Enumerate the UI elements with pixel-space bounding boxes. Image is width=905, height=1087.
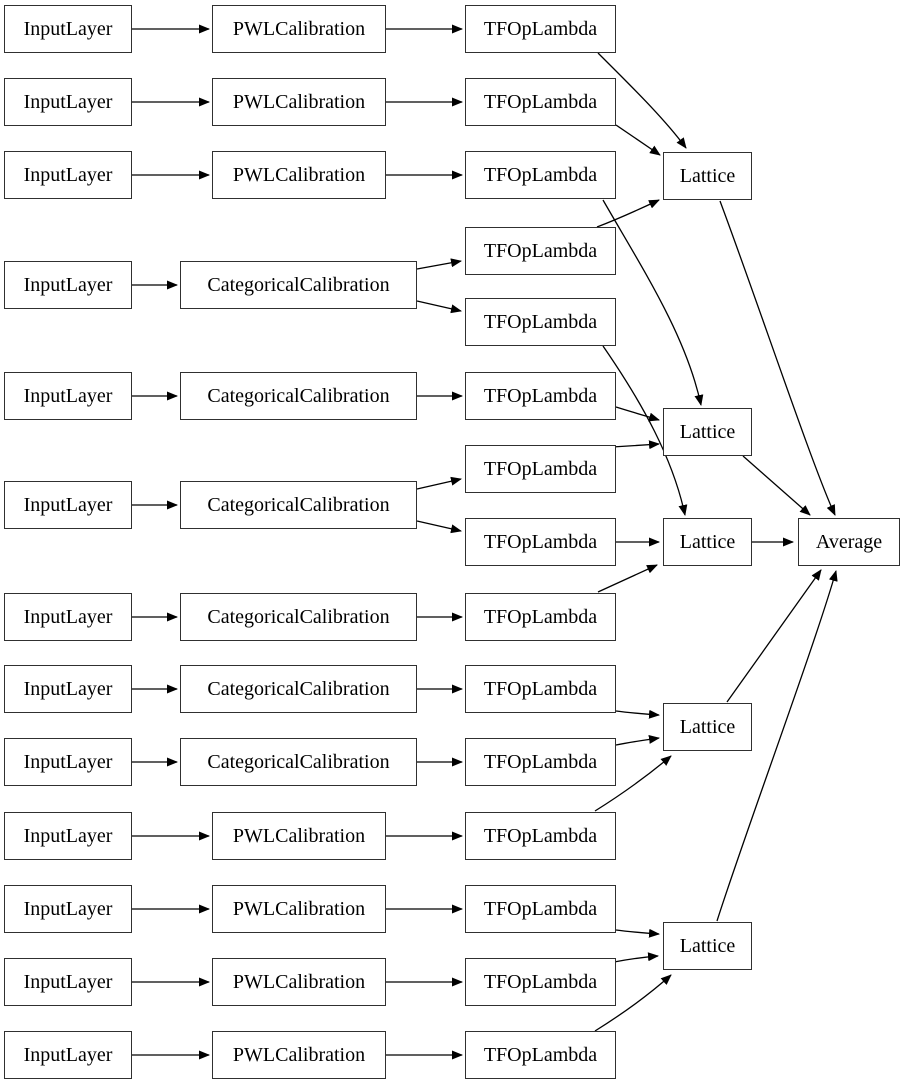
node-input-layer-10: InputLayer <box>4 812 132 860</box>
edge-lam2-lat1 <box>615 124 661 156</box>
node-tfop-lambda-2: TFOpLambda <box>465 78 616 126</box>
node-tfop-lambda-7: TFOpLambda <box>465 445 616 493</box>
node-tfop-lambda-9: TFOpLambda <box>465 593 616 641</box>
node-categorical-calibration-1: CategoricalCalibration <box>180 261 417 309</box>
edge-lam4-lat1 <box>596 199 660 228</box>
node-lattice-1: Lattice <box>663 152 752 200</box>
node-tfop-lambda-1: TFOpLambda <box>465 5 616 53</box>
node-input-layer-12: InputLayer <box>4 958 132 1006</box>
node-lattice-3: Lattice <box>663 518 752 566</box>
edge-lam9-lat3 <box>597 564 658 593</box>
node-input-layer-5: InputLayer <box>4 372 132 420</box>
node-tfop-lambda-15: TFOpLambda <box>465 1031 616 1079</box>
node-categorical-calibration-6: CategoricalCalibration <box>180 738 417 786</box>
node-categorical-calibration-5: CategoricalCalibration <box>180 665 417 713</box>
edge-lam15-lat5 <box>594 974 672 1032</box>
edge-lat2-avg <box>742 455 811 516</box>
node-input-layer-8: InputLayer <box>4 665 132 713</box>
node-lattice-5: Lattice <box>663 922 752 970</box>
edge-cal4-lam5 <box>416 300 462 314</box>
node-pwl-calibration-6: PWLCalibration <box>212 958 386 1006</box>
node-input-layer-13: InputLayer <box>4 1031 132 1079</box>
edge-lam10-lat4 <box>615 709 660 719</box>
node-tfop-lambda-10: TFOpLambda <box>465 665 616 713</box>
node-pwl-calibration-2: PWLCalibration <box>212 78 386 126</box>
edge-lam6-lat2 <box>615 406 660 422</box>
node-average: Average <box>798 518 900 566</box>
node-input-layer-3: InputLayer <box>4 151 132 199</box>
node-input-layer-4: InputLayer <box>4 261 132 309</box>
edge-lam12-lat4 <box>594 755 672 812</box>
edge-cal6-lam8 <box>416 520 462 534</box>
node-pwl-calibration-7: PWLCalibration <box>212 1031 386 1079</box>
node-input-layer-2: InputLayer <box>4 78 132 126</box>
node-tfop-lambda-13: TFOpLambda <box>465 885 616 933</box>
edge-lat1-avg <box>719 200 836 516</box>
edge-lam11-lat4 <box>615 734 660 746</box>
node-input-layer-9: InputLayer <box>4 738 132 786</box>
node-pwl-calibration-4: PWLCalibration <box>212 812 386 860</box>
node-pwl-calibration-3: PWLCalibration <box>212 151 386 199</box>
edge-lat4-avg <box>726 569 822 703</box>
node-tfop-lambda-6: TFOpLambda <box>465 372 616 420</box>
edge-lam14-lat5 <box>613 952 659 963</box>
edge-lam13-lat5 <box>615 928 660 938</box>
node-lattice-4: Lattice <box>663 703 752 751</box>
node-input-layer-6: InputLayer <box>4 481 132 529</box>
edge-lat5-avg <box>716 570 838 922</box>
node-categorical-calibration-2: CategoricalCalibration <box>180 372 417 420</box>
node-categorical-calibration-4: CategoricalCalibration <box>180 593 417 641</box>
node-input-layer-1: InputLayer <box>4 5 132 53</box>
edge-cal6-lam7 <box>416 476 462 490</box>
node-tfop-lambda-12: TFOpLambda <box>465 812 616 860</box>
edge-cal4-lam4 <box>416 258 462 270</box>
node-pwl-calibration-5: PWLCalibration <box>212 885 386 933</box>
node-input-layer-11: InputLayer <box>4 885 132 933</box>
node-tfop-lambda-14: TFOpLambda <box>465 958 616 1006</box>
edge-lam1-lat1 <box>597 52 687 149</box>
edge-lam7-lat2 <box>611 440 660 450</box>
edge-lam5-lat3 <box>602 345 688 516</box>
node-tfop-lambda-11: TFOpLambda <box>465 738 616 786</box>
node-tfop-lambda-3: TFOpLambda <box>465 151 616 199</box>
node-tfop-lambda-4: TFOpLambda <box>465 227 616 275</box>
node-input-layer-7: InputLayer <box>4 593 132 641</box>
edge-lam3-lat2 <box>602 199 704 406</box>
node-categorical-calibration-3: CategoricalCalibration <box>180 481 417 529</box>
node-lattice-2: Lattice <box>663 408 752 456</box>
node-tfop-lambda-5: TFOpLambda <box>465 298 616 346</box>
node-pwl-calibration-1: PWLCalibration <box>212 5 386 53</box>
node-tfop-lambda-8: TFOpLambda <box>465 518 616 566</box>
